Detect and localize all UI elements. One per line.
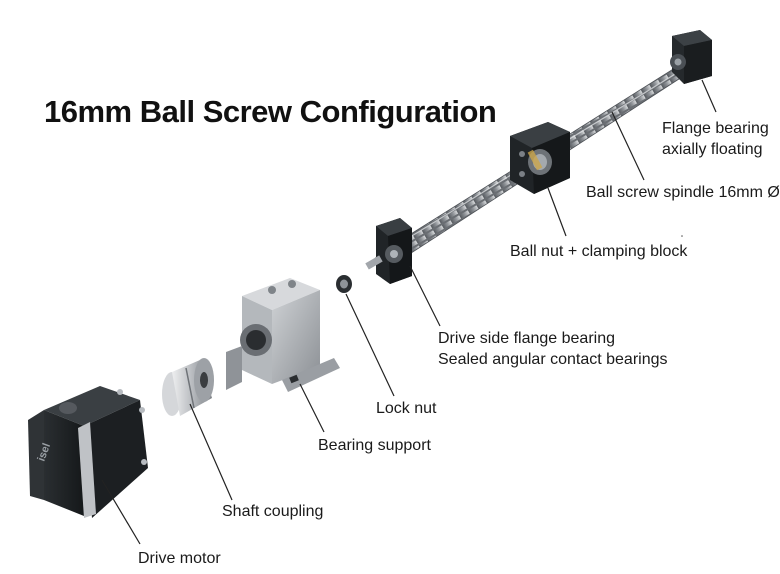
- label-drive-side-bearing: Drive side flange bearing Sealed angular…: [438, 328, 668, 370]
- leader-flange-bearing: [701, 79, 717, 113]
- leader-drive-side-bearing: [409, 265, 441, 327]
- label-bearing-support: Bearing support: [318, 437, 431, 454]
- leader-shaft-coupling: [189, 403, 233, 501]
- leader-lock-nut: [345, 293, 395, 397]
- leader-drive-motor: [101, 479, 141, 545]
- label-lock-nut: Lock nut: [376, 400, 437, 417]
- diagram-title: 16mm Ball Screw Configuration: [44, 94, 497, 129]
- label-drive-side-line2: Sealed angular contact bearings: [438, 351, 668, 368]
- label-flange-bearing-line2: axially floating: [662, 141, 763, 158]
- bearing-support-block: [226, 278, 340, 392]
- lock-nut: [336, 275, 352, 293]
- leader-lines: [101, 79, 717, 545]
- leader-ball-nut: [547, 187, 567, 237]
- label-ball-nut: Ball nut + clamping block: [510, 243, 688, 260]
- drive-motor: isel: [28, 386, 148, 518]
- label-shaft-coupling: Shaft coupling: [222, 503, 324, 520]
- shaft-coupling: [162, 358, 214, 416]
- label-flange-bearing-line1: Flange bearing: [662, 120, 769, 137]
- motor-logo-text: isel: [36, 442, 54, 463]
- leader-bearing-support: [299, 383, 325, 433]
- ball-nut-clamping-block: [510, 122, 570, 194]
- flange-bearing-floating: [670, 30, 712, 84]
- label-drive-motor: Drive motor: [138, 550, 221, 567]
- drive-side-flange-bearing: [365, 218, 412, 284]
- label-ball-screw-spindle: Ball screw spindle 16mm Ø: [586, 184, 780, 201]
- label-flange-bearing: Flange bearing axially floating: [662, 118, 769, 160]
- stray-dot: [681, 235, 683, 237]
- leader-spindle: [611, 111, 645, 181]
- label-drive-side-line1: Drive side flange bearing: [438, 330, 615, 347]
